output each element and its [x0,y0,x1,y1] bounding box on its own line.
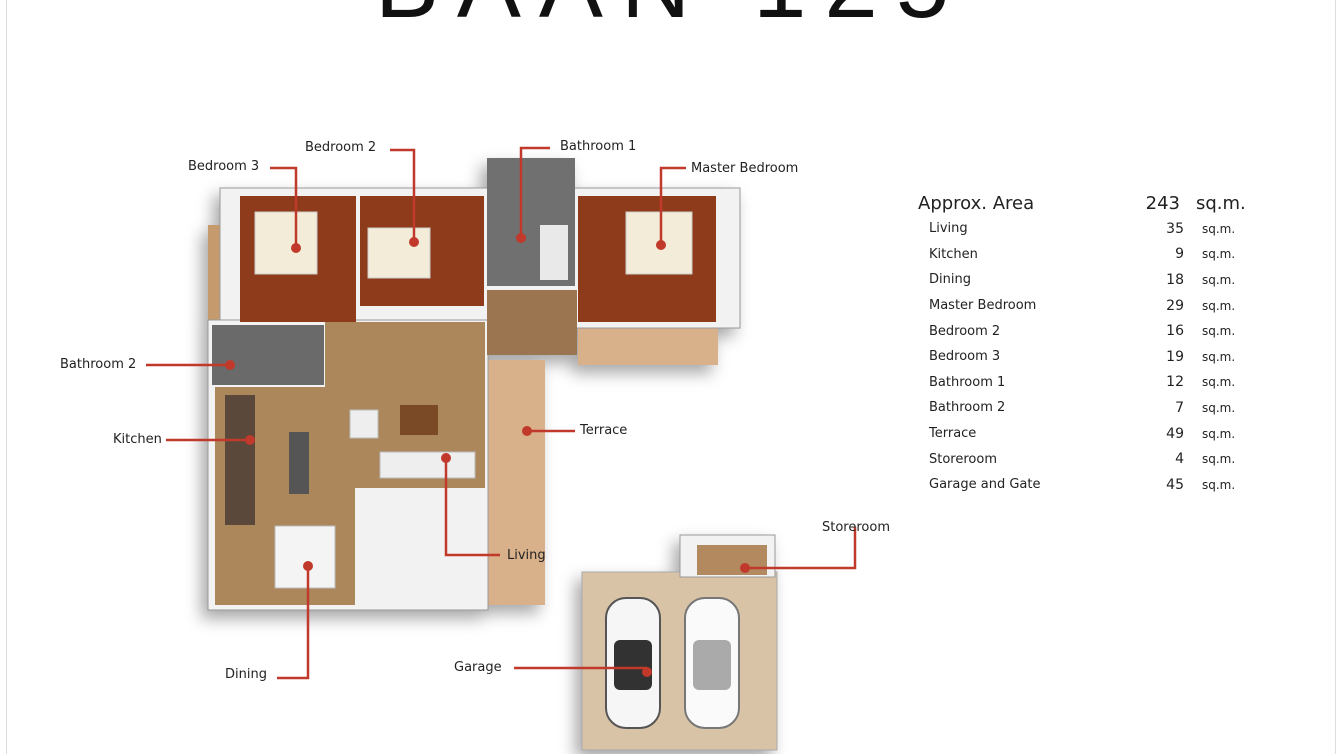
side-deck [208,225,220,320]
area-row-name: Storeroom [929,451,997,467]
coffee-table [400,405,438,435]
area-row-unit: sq.m. [1202,221,1236,236]
area-row-value: 4 [1175,451,1184,468]
kitchen-island [289,432,309,494]
area-row-value: 45 [1166,476,1184,493]
area-row-value: 19 [1166,348,1184,365]
area-row-value: 18 [1166,271,1184,288]
area-row: Terrace 49 sq.m. [918,421,1248,447]
area-row-unit: sq.m. [1202,400,1236,415]
area-row-name: Kitchen [929,246,978,262]
area-total-value: 243 [1145,192,1180,214]
label-bathroom-2: Bathroom 2 [60,357,137,372]
area-row: Garage and Gate 45 sq.m. [918,472,1248,498]
area-total-unit: sq.m. [1196,192,1246,214]
area-row-name: Terrace [929,426,977,442]
label-master-bedroom: Master Bedroom [691,161,799,176]
area-row: Living 35 sq.m. [918,216,1248,242]
area-row-value: 49 [1166,425,1184,442]
area-row-name: Living [929,221,968,237]
area-row-name: Bathroom 2 [929,400,1006,416]
area-total-label: Approx. Area [918,192,1035,214]
hall [487,290,577,355]
label-dining: Dining [225,667,267,682]
area-row: Bathroom 2 7 sq.m. [918,395,1248,421]
area-row-value: 12 [1166,374,1184,391]
bed [254,211,318,275]
page-frame [6,0,1336,754]
area-row-name: Bedroom 3 [929,349,1001,365]
bed [367,227,431,279]
label-bedroom-3: Bedroom 3 [188,159,260,174]
area-row: Storeroom 4 sq.m. [918,446,1248,472]
kitchen-counter [225,395,255,525]
storeroom-floor [697,545,767,575]
room-bathroom-2 [212,325,324,385]
area-row-unit: sq.m. [1202,272,1236,287]
armchair [349,409,379,439]
area-row-unit: sq.m. [1202,349,1236,364]
label-storeroom: Storeroom [822,520,890,535]
car-roof [614,640,652,690]
area-row: Kitchen 9 sq.m. [918,242,1248,268]
label-pointers [146,146,857,680]
area-row-unit: sq.m. [1202,426,1236,441]
area-row-name: Garage and Gate [929,477,1041,493]
area-row: Master Bedroom 29 sq.m. [918,293,1248,319]
bathtub [540,225,568,280]
area-row-value: 16 [1166,323,1184,340]
label-terrace: Terrace [580,423,628,438]
car-roof [693,640,731,690]
area-row-unit: sq.m. [1202,452,1236,467]
label-garage: Garage [454,660,502,675]
area-row-name: Bathroom 1 [929,374,1006,390]
area-row-unit: sq.m. [1202,324,1236,339]
area-row-name: Bedroom 2 [929,323,1001,339]
label-dots [225,233,750,677]
area-row: Dining 18 sq.m. [918,267,1248,293]
area-row-unit: sq.m. [1202,247,1236,262]
label-bathroom-1: Bathroom 1 [560,139,637,154]
area-row-unit: sq.m. [1202,477,1236,492]
area-row: Bathroom 1 12 sq.m. [918,370,1248,396]
sofa [379,451,476,479]
area-row-name: Dining [929,272,971,288]
area-row-name: Master Bedroom [929,298,1037,314]
area-row-value: 35 [1166,220,1184,237]
area-row: Bedroom 3 19 sq.m. [918,344,1248,370]
page-title: BAAN 125 [0,0,1342,40]
area-row-value: 7 [1175,399,1184,416]
area-total-row: Approx. Area 243 sq.m. [918,190,1248,216]
area-row-value: 29 [1166,297,1184,314]
label-kitchen: Kitchen [113,432,162,447]
area-row: Bedroom 2 16 sq.m. [918,318,1248,344]
label-living: Living [507,548,546,563]
area-row-unit: sq.m. [1202,375,1236,390]
area-row-unit: sq.m. [1202,298,1236,313]
area-row-value: 9 [1175,246,1184,263]
dining-table [274,525,336,589]
label-bedroom-2: Bedroom 2 [305,140,377,155]
